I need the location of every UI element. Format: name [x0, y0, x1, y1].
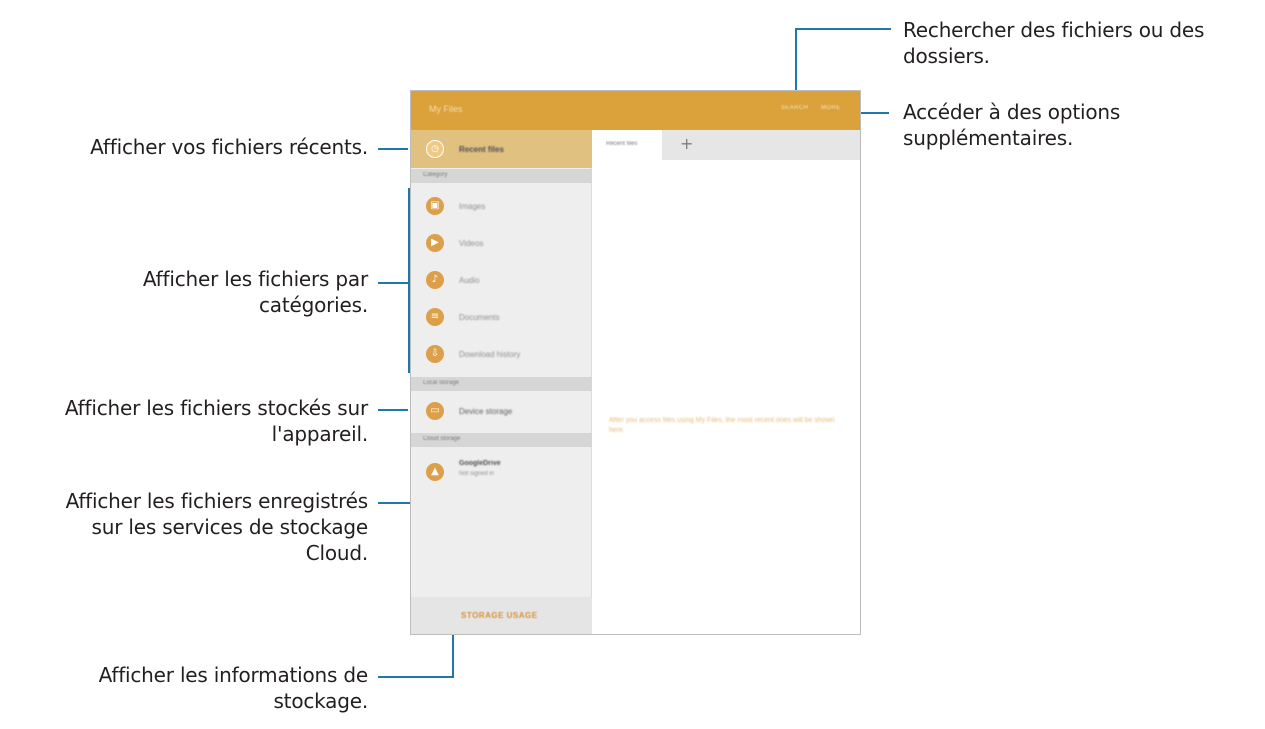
search-button[interactable]: SEARCH	[781, 105, 809, 111]
empty-state-message: After you access files using My Files, t…	[609, 417, 835, 434]
callout-line-recent	[378, 148, 408, 150]
callout-line-cloud-h	[378, 502, 440, 504]
callout-line-device	[378, 409, 408, 411]
video-icon: ▶	[426, 234, 444, 252]
sidebar-item-label: Audio	[459, 276, 480, 285]
callout-line-more	[855, 112, 889, 114]
sidebar-item-label: Videos	[459, 239, 484, 248]
my-files-screen: My Files SEARCH MORE ◷ Recent files Cate…	[410, 90, 861, 635]
sidebar-item-label: Documents	[459, 313, 500, 322]
callout-storage: Afficher les informations de stockage.	[98, 663, 369, 713]
tab-recent-files[interactable]: Recent files	[592, 130, 662, 160]
app-title: My Files	[429, 104, 463, 114]
main-pane: Recent files + After you access files us…	[592, 130, 860, 634]
callout-line-categories	[378, 282, 410, 284]
document-icon: ≡	[426, 308, 444, 326]
section-header-local: Local storage	[411, 377, 592, 391]
sidebar-item-label: Device storage	[459, 407, 513, 416]
cloud-service-name: GoogleDrive	[459, 460, 501, 467]
section-header-cloud: Cloud storage	[411, 433, 592, 447]
callout-search: Rechercher des fichiers ou des dossiers.	[903, 18, 1205, 68]
callout-line-storage-v	[452, 635, 454, 678]
sidebar-item-images[interactable]: ▣ Images	[411, 188, 592, 224]
device-icon: ▭	[426, 402, 444, 420]
callout-more: Accéder à des options supplémentaires.	[903, 100, 1121, 150]
sidebar-item-device-storage[interactable]: ▭ Device storage	[411, 393, 592, 429]
callout-categories: Afficher les fichiers par catégories.	[142, 267, 368, 317]
tab-bar: Recent files +	[592, 130, 860, 160]
callout-recent: Afficher vos fichiers récents.	[90, 135, 368, 159]
cloud-drive-icon: ▲	[426, 463, 444, 481]
image-icon: ▣	[426, 197, 444, 215]
callout-cloud: Afficher les fichiers enregistrés sur le…	[65, 489, 369, 565]
sidebar-item-cloud-drive[interactable]: ▲ GoogleDrive Not signed in	[411, 450, 592, 494]
sidebar-item-download-history[interactable]: ⇩ Download history	[411, 336, 592, 372]
sidebar-item-videos[interactable]: ▶ Videos	[411, 225, 592, 261]
sidebar-item-audio[interactable]: ♪ Audio	[411, 262, 592, 298]
callout-device-storage: Afficher les fichiers stockés sur l'appa…	[64, 396, 368, 446]
section-header-category: Category	[411, 169, 592, 183]
sidebar-item-label: Recent files	[459, 145, 504, 154]
app-bar: My Files SEARCH MORE	[411, 91, 860, 130]
music-note-icon: ♪	[426, 271, 444, 289]
sidebar-item-label: Download history	[459, 350, 521, 359]
sidebar: ◷ Recent files Category ▣ Images ▶ Video…	[411, 130, 592, 634]
callout-line-search-h	[795, 28, 891, 30]
storage-usage-button[interactable]: STORAGE USAGE	[411, 597, 592, 634]
cloud-service-status: Not signed in	[459, 471, 495, 477]
sidebar-item-recent[interactable]: ◷ Recent files	[411, 130, 592, 168]
clock-icon: ◷	[426, 140, 444, 158]
sidebar-item-documents[interactable]: ≡ Documents	[411, 299, 592, 335]
callout-line-search-v	[795, 28, 797, 98]
download-icon: ⇩	[426, 345, 444, 363]
callout-line-storage	[378, 676, 454, 678]
add-tab-button[interactable]: +	[680, 134, 694, 153]
sidebar-item-label: Images	[459, 202, 486, 211]
more-button[interactable]: MORE	[821, 105, 841, 111]
